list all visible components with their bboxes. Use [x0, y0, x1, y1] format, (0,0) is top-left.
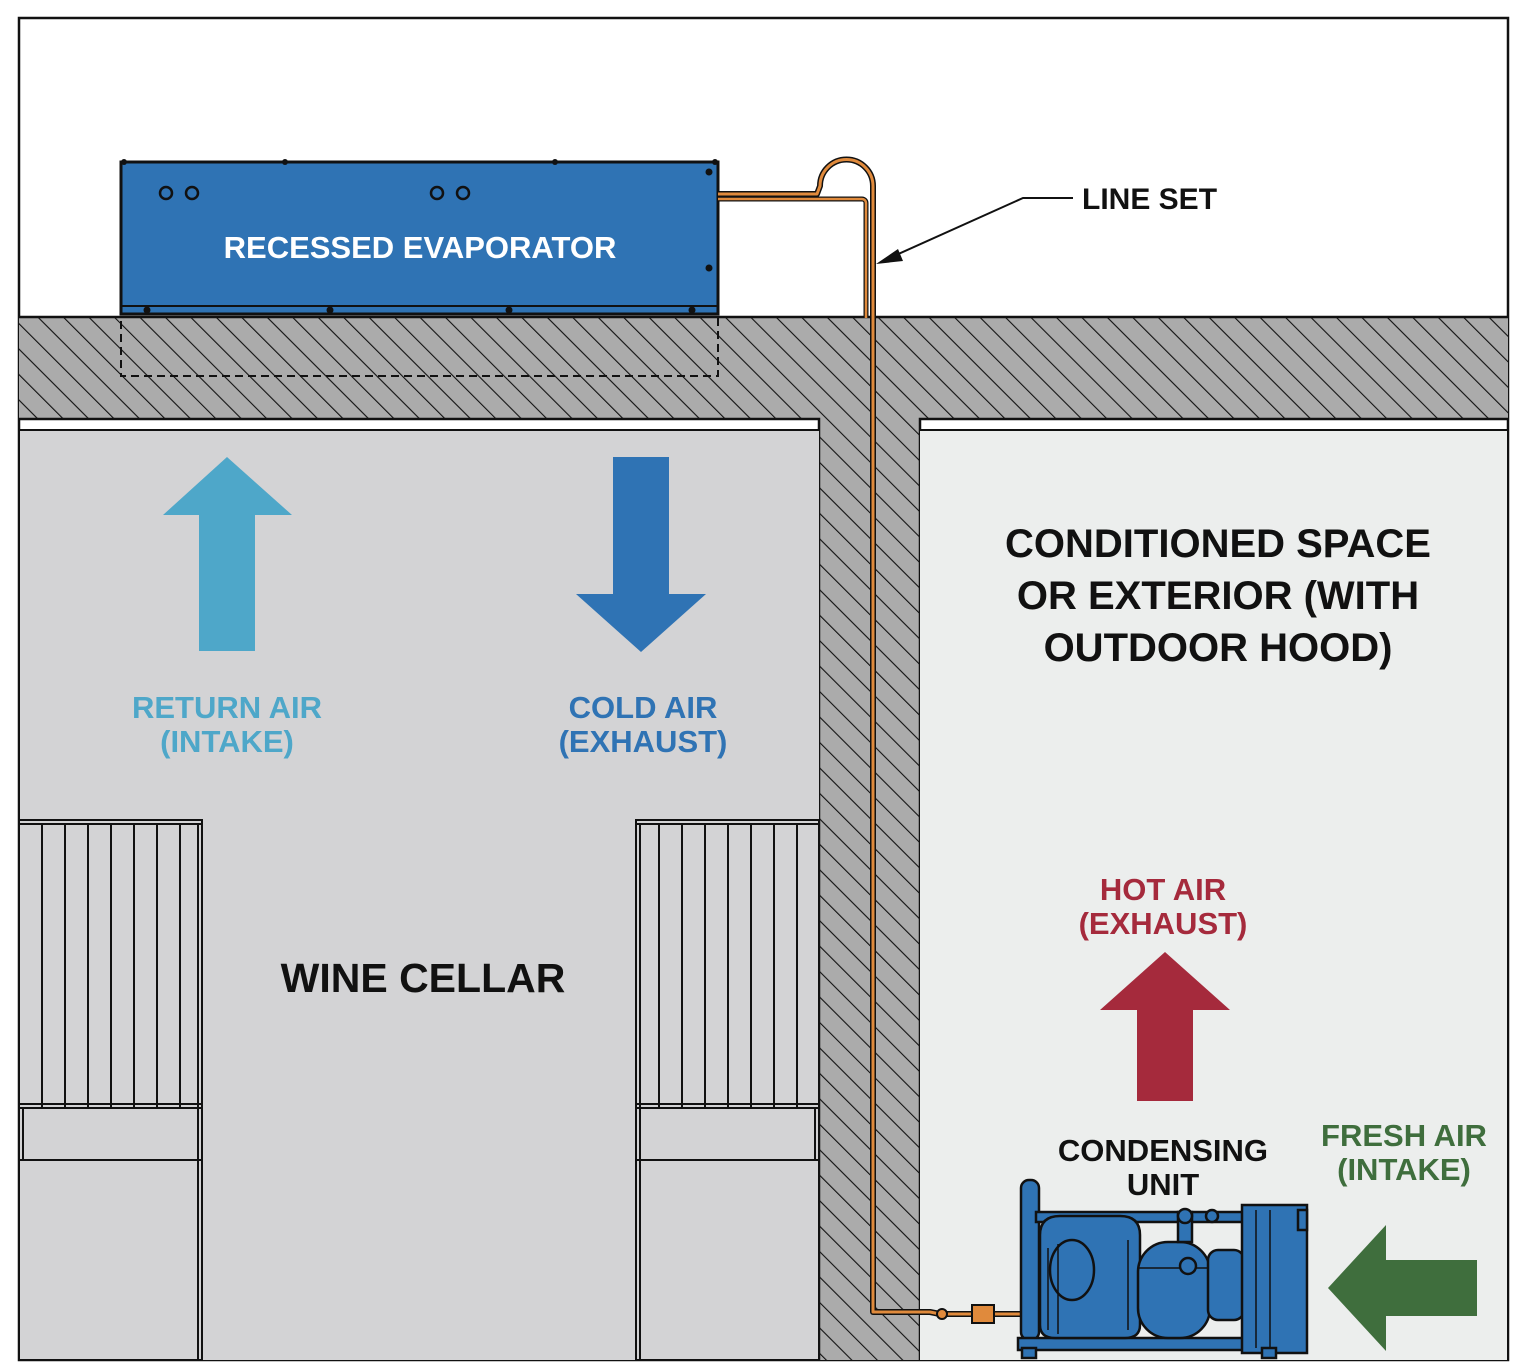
condensing-unit-label-line1: CONDENSING [1058, 1133, 1268, 1168]
evaporator-label: RECESSED EVAPORATOR [224, 230, 617, 265]
cold-air-label-line1: COLD AIR [569, 690, 718, 725]
condensing-unit [1016, 1178, 1309, 1360]
return-air-arrow [163, 457, 292, 651]
return-air-label-line2: (INTAKE) [160, 724, 294, 759]
wine-rack-right [635, 819, 820, 1361]
line-set-fitting [971, 1304, 995, 1324]
wine-cellar-room [20, 430, 819, 1360]
hot-air-label-line2: (EXHAUST) [1079, 906, 1248, 941]
return-air-label-line1: RETURN AIR [132, 690, 322, 725]
cold-air-label-line2: (EXHAUST) [559, 724, 728, 759]
line-set-tubing [718, 156, 1025, 1317]
hot-air-label-line1: HOT AIR [1100, 872, 1226, 907]
fresh-air-label-line2: (INTAKE) [1337, 1152, 1471, 1187]
line-set-leader [876, 197, 1073, 264]
conditioned-space-label-line2: OR EXTERIOR (WITH [1017, 574, 1419, 618]
recessed-outline [120, 316, 719, 377]
condensing-unit-label-line2: UNIT [1127, 1167, 1199, 1202]
conditioned-space-label-line3: OUTDOOR HOOD) [1044, 626, 1393, 670]
wine-cellar-label: WINE CELLAR [281, 955, 566, 1001]
wine-rack-left [18, 819, 203, 1361]
conditioned-space-room [920, 430, 1507, 1360]
line-set-valve [936, 1308, 948, 1320]
recessed-evaporator [119, 159, 720, 316]
line-set-label: LINE SET [1082, 183, 1217, 216]
fresh-air-label-line1: FRESH AIR [1321, 1118, 1487, 1153]
conditioned-space-label-line1: CONDITIONED SPACE [1005, 522, 1431, 566]
hot-air-arrow [1100, 952, 1230, 1101]
cold-air-arrow [576, 457, 706, 652]
fresh-air-arrow [1328, 1225, 1477, 1351]
